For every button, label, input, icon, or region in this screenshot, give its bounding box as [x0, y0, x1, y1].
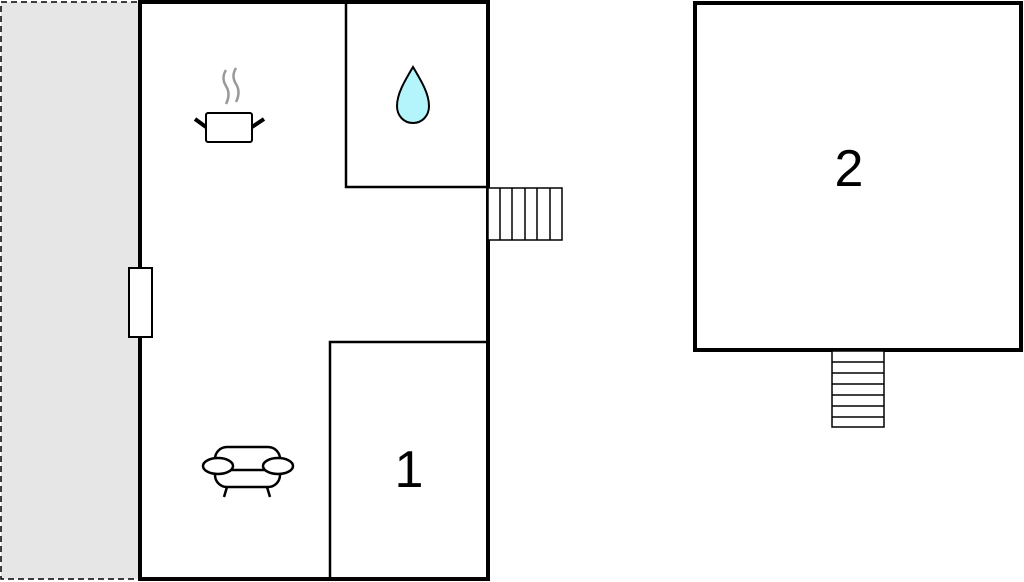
entrance-door [128, 267, 153, 338]
annex-house-walls [693, 1, 1023, 352]
stairs-annex [831, 350, 885, 428]
bathroom-walls [344, 2, 488, 189]
bedroom-1-walls [328, 340, 488, 580]
sofa-icon [201, 445, 295, 498]
kitchen-pot-icon [193, 67, 266, 143]
bedroom-1-label: 1 [395, 441, 424, 499]
terrace [0, 1, 140, 580]
water-drop-icon [395, 65, 431, 125]
bedroom-2-label: 2 [835, 140, 864, 198]
stairs-main [487, 187, 563, 241]
main-house-walls [138, 0, 490, 581]
